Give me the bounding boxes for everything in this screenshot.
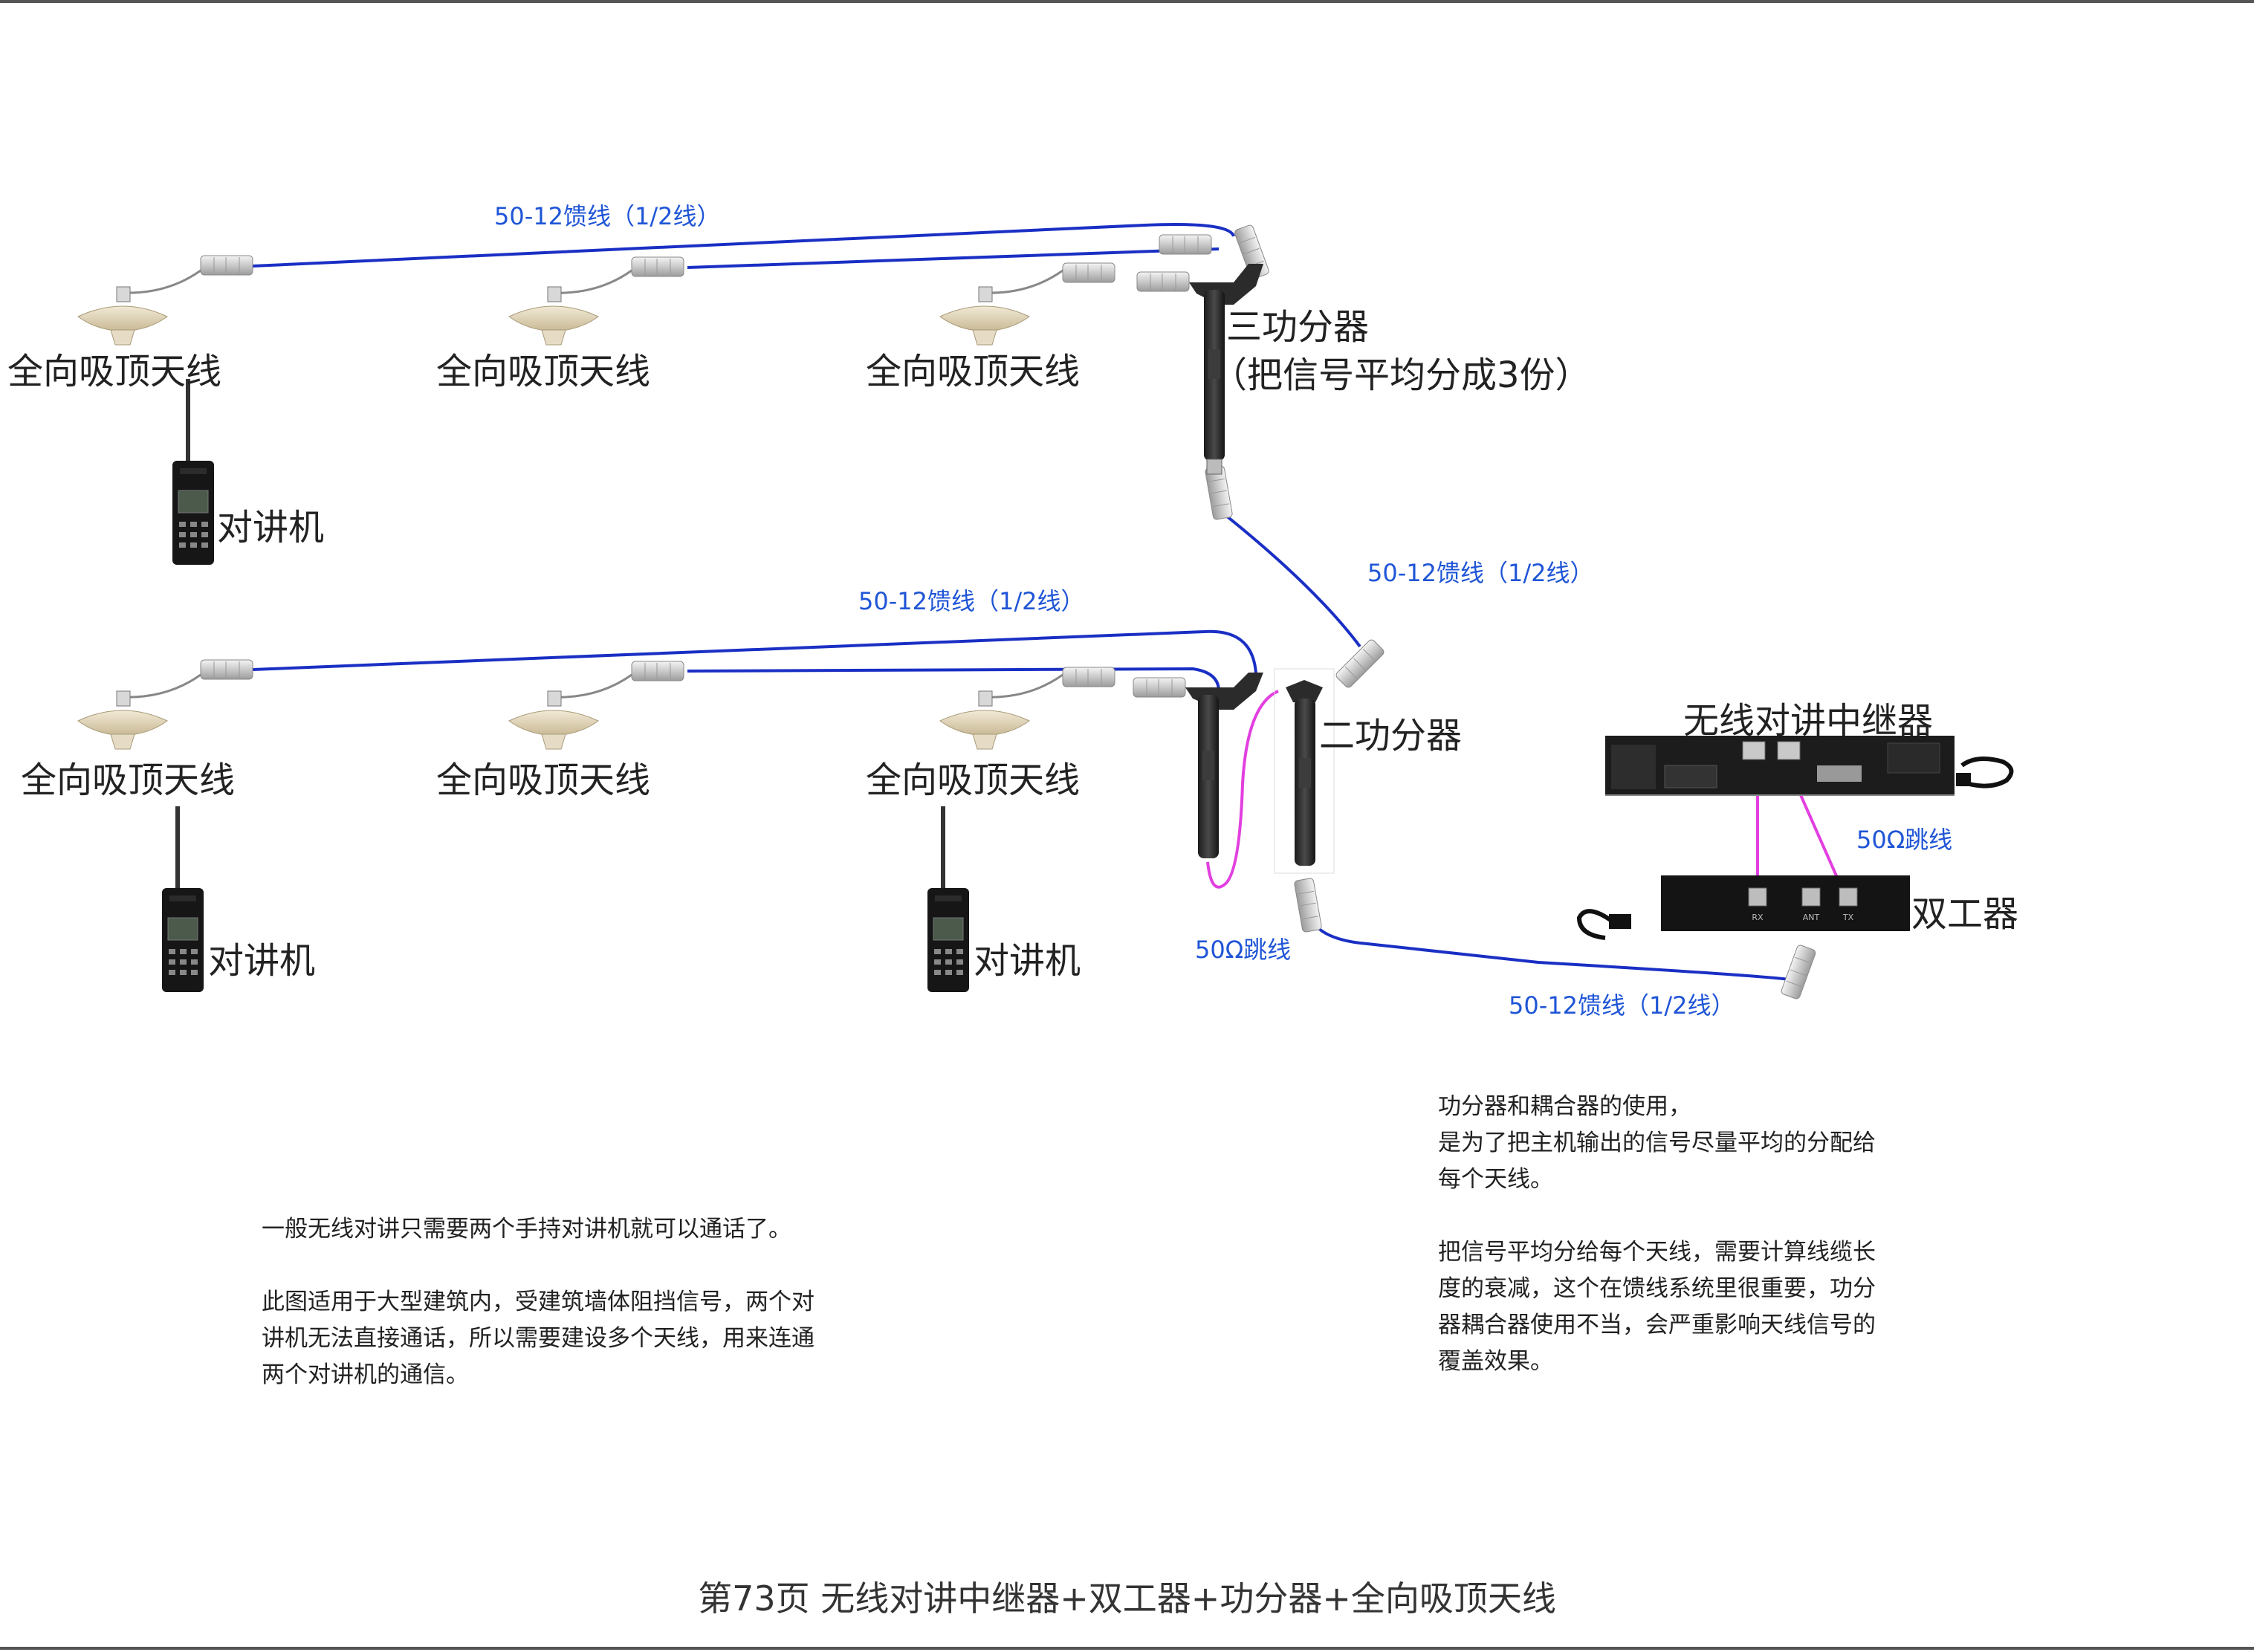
- n-connector-icon: [200, 255, 253, 276]
- feeder-cable: [1221, 511, 1361, 648]
- ceiling-antenna-icon: [939, 673, 1064, 751]
- walkie-talkie-icon: [161, 806, 204, 993]
- feeder-label: 50-12馈线（1/2线）: [1367, 559, 1594, 587]
- ceiling-antenna-icon: [77, 673, 202, 751]
- n-connector-icon: [1136, 271, 1190, 292]
- port-label-rx: RX: [1752, 913, 1764, 922]
- top-border: [0, 0, 2254, 3]
- feeder-label: 50-12馈线（1/2线）: [494, 202, 721, 230]
- right-note: 功分器和耦合器的使用， 是为了把主机输出的信号尽量平均的分配给 每个天线。 把信…: [1438, 1093, 1876, 1375]
- walkie-talkie-icon: [172, 378, 215, 566]
- ceiling-antenna-icon: [508, 673, 633, 751]
- n-connector-icon: [1062, 667, 1115, 687]
- three-way-splitter-label: 三功分器: [1226, 306, 1370, 348]
- repeater-label: 无线对讲中继器: [1683, 700, 1934, 742]
- radio-label: 对讲机: [217, 507, 325, 548]
- two-way-splitter-icon: [1274, 668, 1335, 874]
- n-connector-icon: [1780, 944, 1817, 1000]
- walkie-talkie-icon: [927, 806, 970, 993]
- ceiling-antenna-icon: [77, 269, 202, 346]
- jumper-label: 50Ω跳线: [1195, 936, 1292, 964]
- antenna-label: 全向吸顶天线: [436, 759, 651, 801]
- n-connector-icon: [1133, 677, 1186, 698]
- page-footer: 第73页 无线对讲中继器+双工器+功分器+全向吸顶天线: [698, 1578, 1556, 1619]
- n-connector-icon: [1062, 262, 1115, 283]
- left-note: 一般无线对讲只需要两个手持对讲机就可以通话了。 此图适用于大型建筑内，受建筑墙体…: [262, 1216, 815, 1388]
- three-way-splitter-note: （把信号平均分成3份）: [1211, 354, 1591, 396]
- ceiling-antenna-icon: [508, 269, 633, 346]
- n-connector-icon: [1159, 234, 1212, 255]
- n-connector-icon: [1293, 877, 1323, 933]
- two-way-splitter-label: 二功分器: [1319, 715, 1463, 757]
- feeder-cable: [687, 247, 1220, 269]
- duplexer-device-icon: RX ANT TX: [1576, 875, 1910, 940]
- ceiling-antenna-icon: [939, 269, 1064, 346]
- antenna-label: 全向吸顶天线: [866, 351, 1081, 392]
- feeder-cable: [252, 223, 1235, 268]
- feeder-label: 50-12馈线（1/2线）: [1509, 991, 1735, 1020]
- radio-label: 对讲机: [208, 940, 316, 982]
- n-connector-icon: [631, 661, 684, 681]
- three-way-splitter-icon: [1185, 673, 1263, 858]
- n-connector-icon: [631, 256, 684, 277]
- antenna-label: 全向吸顶天线: [21, 759, 236, 801]
- duplexer-label: 双工器: [1911, 893, 2019, 935]
- bottom-border: [0, 1647, 2254, 1650]
- antenna-label: 全向吸顶天线: [866, 759, 1081, 801]
- antenna-label: 全向吸顶天线: [7, 351, 222, 392]
- jumper-cable: [1206, 690, 1279, 889]
- port-label-ant: ANT: [1803, 913, 1820, 922]
- three-way-splitter-icon: [1189, 264, 1263, 475]
- antenna-label: 全向吸顶天线: [436, 351, 651, 392]
- repeater-device-icon: [1605, 736, 2014, 796]
- n-connector-icon: [200, 659, 253, 680]
- feeder-cable: [1310, 919, 1799, 982]
- jumper-label: 50Ω跳线: [1856, 826, 1953, 854]
- radio-label: 对讲机: [974, 940, 1081, 982]
- port-label-tx: TX: [1842, 913, 1854, 922]
- feeder-label: 50-12馈线（1/2线）: [858, 587, 1085, 615]
